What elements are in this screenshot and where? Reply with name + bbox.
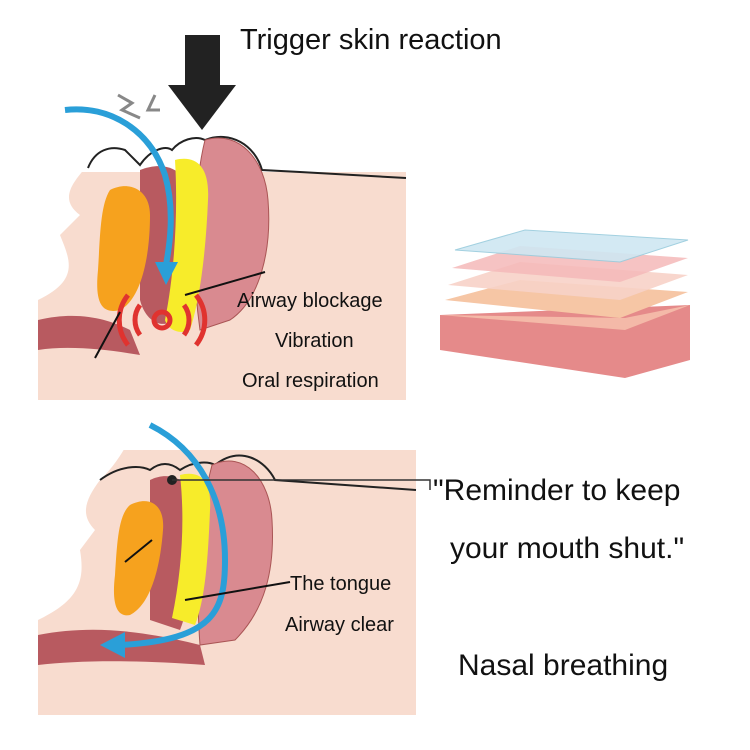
palate — [165, 158, 209, 332]
down-arrow-icon — [168, 35, 236, 130]
label-oral-respiration: Oral respiration — [242, 370, 379, 392]
tongue — [97, 186, 150, 311]
callout-line-2: your mouth shut." — [450, 532, 684, 565]
vibration-icon — [116, 293, 208, 347]
nasal-breathing-label: Nasal breathing — [458, 649, 668, 682]
label-vibration: Vibration — [275, 330, 354, 352]
top-heading: Trigger skin reaction — [240, 24, 502, 56]
callout-line-1: "Reminder to keep — [433, 474, 680, 507]
tongue — [113, 501, 164, 616]
label-airway-clear: Airway clear — [285, 614, 394, 636]
top-illustration — [38, 35, 407, 400]
skin-layers-illustration — [440, 229, 690, 378]
bottom-illustration — [38, 420, 431, 715]
windpipe — [38, 315, 140, 355]
snore-zigzag-icon — [117, 93, 160, 120]
airflow-arrow — [119, 422, 229, 648]
label-the-tongue: The tongue — [290, 573, 391, 595]
airflow-arrow — [64, 106, 174, 271]
label-airway-blockage: Airway blockage — [237, 290, 383, 312]
palate — [172, 473, 211, 625]
